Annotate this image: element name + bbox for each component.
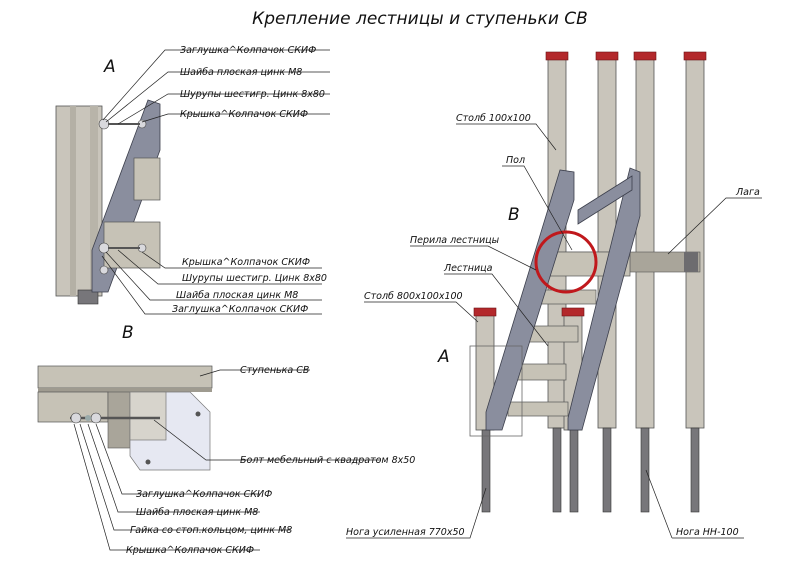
tall-post-4 — [683, 51, 707, 513]
label-leg-nn: Нога НН-100 — [676, 527, 739, 538]
detail-b-step-board — [37, 365, 213, 389]
detail-a-label-5: Крышка^Колпачок СКИФ — [182, 257, 310, 268]
label-floor: Пол — [506, 155, 525, 166]
assembly-view: B A Столб 100x100 Пол Лага Перила лестни… — [346, 51, 762, 539]
detail-a-label-3: Шурупы шестигр. Цинк 8x80 — [180, 89, 325, 100]
detail-a-label-2: Шайба плоская цинк М8 — [180, 67, 302, 78]
detail-a-label-8: Заглушка^Колпачок СКИФ — [172, 304, 308, 315]
detail-a-step — [133, 157, 161, 201]
label-joist: Лага — [735, 187, 760, 198]
detail-b-label-6: Крышка^Колпачок СКИФ — [126, 545, 254, 556]
diagram-title: Крепление лестницы и ступеньки СВ — [252, 9, 588, 29]
detail-a-bolt-lower — [98, 242, 110, 254]
stair-step-0 — [507, 401, 569, 417]
detail-b-post — [107, 391, 131, 449]
detail-b-label-4: Шайба плоская цинк М8 — [136, 507, 258, 518]
detail-a-view: A Заглушка^Колпачок СКИФ Шайба плоская ц… — [55, 45, 330, 315]
detail-b-nut — [90, 412, 102, 424]
detail-b-marker-circle — [534, 230, 598, 294]
label-post-800: Столб 800x100x100 — [364, 291, 463, 302]
detail-b-label-3: Заглушка^Колпачок СКИФ — [136, 489, 272, 500]
tall-post-1 — [545, 51, 569, 513]
detail-b-label-step: Ступенька СВ — [240, 365, 309, 376]
detail-b-cap-left — [70, 412, 82, 424]
detail-b-letter: B — [122, 323, 134, 343]
stringer-right — [567, 167, 641, 431]
detail-a-letter: A — [103, 57, 116, 77]
detail-a-label-6: Шурупы шестигр. Цинк 8x80 — [182, 273, 327, 284]
assembly-marker-b: B — [508, 205, 520, 225]
assembly-marker-a: A — [437, 347, 450, 367]
label-post-100: Столб 100x100 — [456, 113, 531, 124]
detail-a-label-4: Крышка^Колпачок СКИФ — [180, 109, 308, 120]
detail-b-label-5: Гайка со стоп.кольцом, цинк М8 — [130, 525, 292, 536]
detail-b-view: B Ступенька СВ Болт мебельный с квадрато… — [37, 323, 415, 556]
tall-post-3 — [633, 51, 657, 513]
label-handrail: Перила лестницы — [410, 235, 500, 246]
detail-a-label-1: Заглушка^Колпачок СКИФ — [180, 45, 316, 56]
label-stair: Лестница — [443, 263, 493, 274]
detail-a-leg — [77, 289, 99, 305]
label-leg-reinforced: Нога усиленная 770x50 — [346, 527, 465, 538]
detail-a-label-7: Шайба плоская цинк М8 — [176, 290, 298, 301]
detail-a-marker-box — [469, 345, 523, 437]
detail-b-label-bolt: Болт мебельный с квадратом 8x50 — [240, 455, 415, 466]
detail-a-lower-step — [103, 221, 161, 269]
